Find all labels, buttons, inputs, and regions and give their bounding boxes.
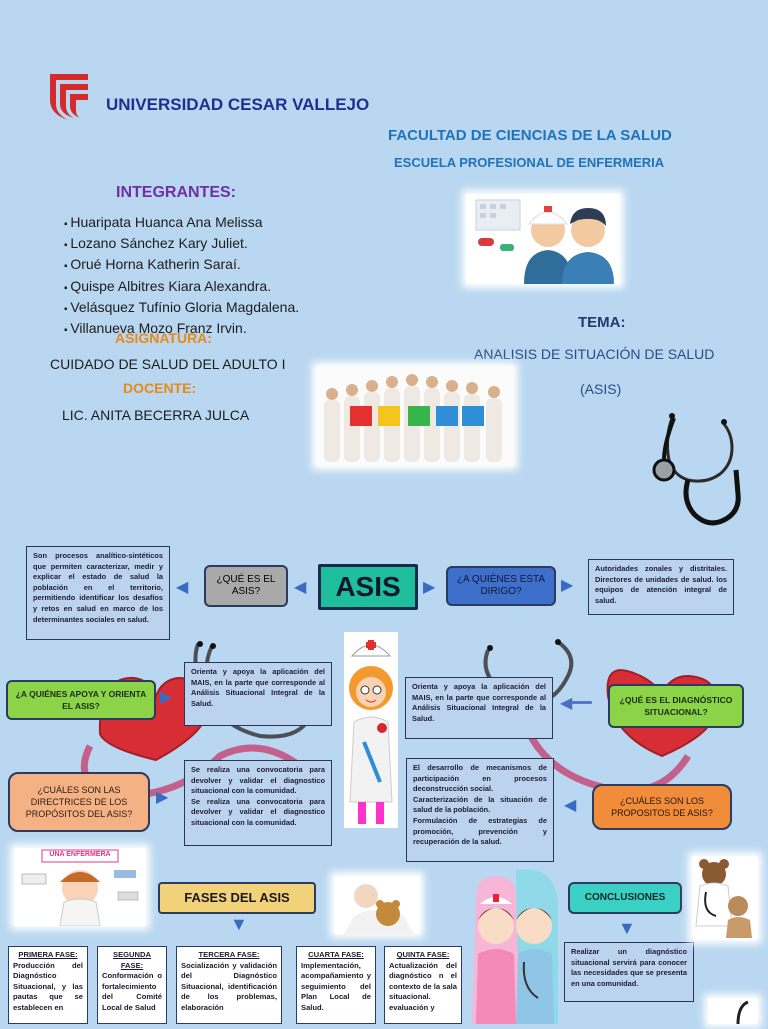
phase-1-box: PRIMERA FASE: Producción del Diagnóstico… bbox=[8, 946, 88, 1024]
member-name: Huaripata Huanca Ana Melissa bbox=[64, 213, 299, 234]
phase-2-text: Conformación o fortalecimiento del Comit… bbox=[102, 971, 162, 1012]
guidelines-node: ¿CUÁLES SON LAS DIRECTRICES DE LOS PROPÓ… bbox=[8, 772, 150, 832]
diagnosis-text: Orienta y apoya la aplicación del MAIS, … bbox=[412, 682, 546, 723]
conclusions-node: CONCLUSIONES bbox=[568, 882, 682, 914]
faculty-title: FACULTAD DE CIENCIAS DE LA SALUD bbox=[388, 127, 672, 144]
phase-5-box: QUINTA FASE: Actualización del diagnósti… bbox=[384, 946, 462, 1024]
what-is-asis-text: Son procesos analítico-sintéticos que pe… bbox=[33, 551, 163, 624]
phases-title-node: FASES DEL ASIS bbox=[158, 882, 316, 914]
who-supports-text: Orienta y apoya la aplicación del MAIS, … bbox=[191, 667, 325, 708]
course-value: CUIDADO DE SALUD DEL ADULTO I bbox=[50, 356, 286, 372]
member-name: Orué Horna Katherin Saraí. bbox=[64, 255, 299, 276]
two-nurses-cartoon bbox=[472, 868, 562, 1024]
nurse-sign-text: UNA ENFERMERA bbox=[49, 851, 111, 858]
purposes-text-1: El desarrollo de mecanismos de participa… bbox=[413, 763, 547, 794]
purposes-text-2: Caracterización de la situación de salud… bbox=[413, 794, 547, 815]
corner-image bbox=[708, 998, 758, 1025]
member-name: Lozano Sánchez Kary Juliet. bbox=[64, 234, 299, 255]
purposes-node: ¿CUÁLES SON LOS PROPOSITOS DE ASIS? bbox=[592, 784, 732, 830]
who-directed-text: Autoridades zonales y distritales. Direc… bbox=[595, 564, 727, 605]
diagnosis-node: ¿QUÉ ES EL DIAGNÓSTICO SITUACIONAL? bbox=[608, 684, 744, 728]
phase-3-title: TERCERA FASE: bbox=[198, 950, 260, 959]
nurse-cartoon-image bbox=[344, 632, 398, 828]
arrow-left-icon: ◀ bbox=[564, 797, 577, 814]
what-is-asis-node: ¿QUÉ ES EL ASIS? bbox=[204, 565, 288, 607]
topic-title-line1: ANALISIS DE SITUACIÓN DE SALUD bbox=[474, 346, 715, 362]
who-directed-node: ¿A QUIÉNES ESTA DIRIGO? bbox=[446, 566, 556, 606]
university-logo bbox=[48, 74, 90, 120]
arrow-left-icon: ◀ bbox=[294, 579, 307, 596]
teacher-name: LIC. ANITA BECERRA JULCA bbox=[62, 407, 250, 423]
members-list: Huaripata Huanca Ana Melissa Lozano Sánc… bbox=[64, 213, 299, 340]
member-name: Quispe Albitres Kiara Alexandra. bbox=[64, 277, 299, 298]
stethoscope-icon bbox=[648, 404, 748, 530]
arrow-left-icon: ◀━━ bbox=[560, 695, 592, 712]
asis-center-node: ASIS bbox=[318, 564, 418, 610]
purposes-text-3: Formulación de estrategias de promoción,… bbox=[413, 815, 547, 847]
arrow-down-icon: ▼ bbox=[230, 914, 248, 934]
topic-label: TEMA: bbox=[578, 314, 626, 331]
phase-4-text: Implementación, acompañamiento y seguimi… bbox=[301, 960, 371, 1012]
teddy-doctor-image bbox=[692, 856, 758, 940]
arrow-right-icon: ▶ bbox=[156, 789, 169, 806]
who-supports-node: ¿A QUIÉNES APOYA Y ORIENTA EL ASIS? bbox=[6, 680, 156, 720]
course-label: ASIGNATURA: bbox=[115, 330, 212, 346]
child-with-teddy-photo bbox=[334, 876, 420, 934]
who-directed-text-box: Autoridades zonales y distritales. Direc… bbox=[588, 559, 734, 615]
conclusions-text: Realizar un diagnóstico situacional serv… bbox=[571, 947, 687, 988]
topic-title-line2: (ASIS) bbox=[580, 381, 622, 397]
member-name: Velásquez Tufínio Gloria Magdalena. bbox=[64, 298, 299, 319]
teacher-label: DOCENTE: bbox=[123, 380, 197, 396]
members-title: INTEGRANTES: bbox=[116, 184, 236, 201]
arrow-right-icon: ▶ bbox=[423, 579, 436, 596]
university-name: UNIVERSIDAD CESAR VALLEJO bbox=[106, 95, 370, 114]
arrow-right-icon: ▶ bbox=[561, 577, 574, 594]
phase-3-box: TERCERA FASE: Socialización y validación… bbox=[176, 946, 282, 1024]
phase-4-box: CUARTA FASE: Implementación, acompañamie… bbox=[296, 946, 376, 1024]
guidelines-text-1: Se realiza una convocatoria para devolve… bbox=[191, 765, 325, 796]
purposes-text-box: El desarrollo de mecanismos de participa… bbox=[406, 758, 554, 862]
school-title: ESCUELA PROFESIONAL DE ENFERMERIA bbox=[394, 155, 665, 170]
arrow-right-icon: ▶ bbox=[160, 689, 173, 706]
guidelines-text-box: Se realiza una convocatoria para devolve… bbox=[184, 760, 332, 846]
phase-3-text: Socialización y validación del Diagnósti… bbox=[181, 960, 277, 1012]
nurse-sign-image: UNA ENFERMERA bbox=[14, 848, 146, 927]
arrow-left-icon: ◀ bbox=[176, 579, 189, 596]
member-name: Villanueva Mozo Franz Irvin. bbox=[64, 319, 299, 340]
phase-5-text: Actualización del diagnóstico n el conte… bbox=[389, 960, 457, 1012]
who-supports-text-box: Orienta y apoya la aplicación del MAIS, … bbox=[184, 662, 332, 726]
phase-1-title: PRIMERA FASE: bbox=[18, 950, 78, 959]
guidelines-text-2: Se realiza una convocatoria para devolve… bbox=[191, 796, 325, 827]
conclusions-text-box: Realizar un diagnóstico situacional serv… bbox=[564, 942, 694, 1002]
phase-1-text: Producción del Diagnóstico Situacional, … bbox=[13, 960, 83, 1012]
phase-2-title: SEGUNDA FASE: bbox=[113, 950, 151, 970]
what-is-asis-text-box: Son procesos analítico-sintéticos que pe… bbox=[26, 546, 170, 640]
phase-5-title: QUINTA FASE: bbox=[396, 950, 450, 959]
health-team-photo bbox=[316, 366, 514, 466]
diagnosis-text-box: Orienta y apoya la aplicación del MAIS, … bbox=[405, 677, 553, 739]
arrow-down-icon: ▼ bbox=[618, 918, 636, 938]
doctors-illustration bbox=[466, 194, 620, 284]
phase-4-title: CUARTA FASE: bbox=[308, 950, 364, 959]
phase-2-box: SEGUNDA FASE: Conformación o fortalecimi… bbox=[97, 946, 167, 1024]
